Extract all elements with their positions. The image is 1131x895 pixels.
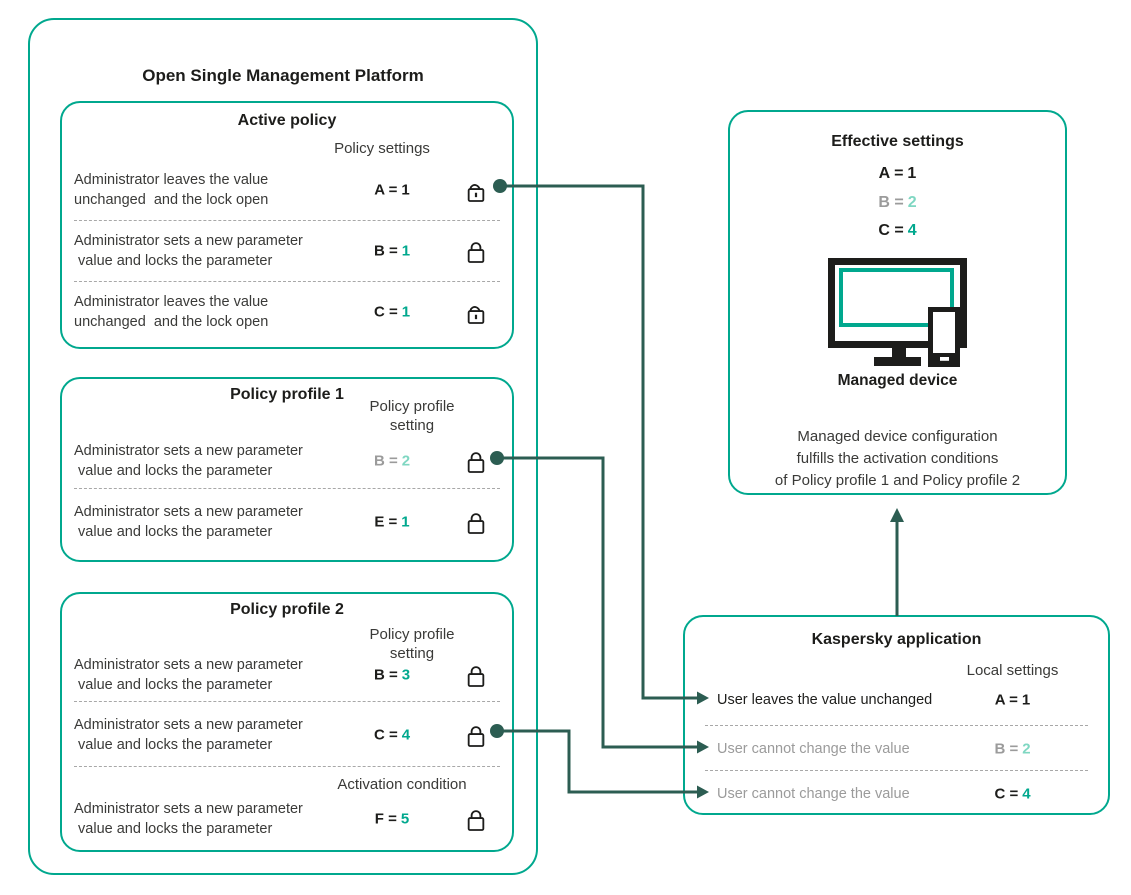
lock-closed-icon [467,810,485,831]
row-description: User leaves the value unchanged [717,692,933,708]
param-name: C = [373,303,398,321]
activation-note: Managed device configuration fulfills th… [774,428,1021,489]
policy-profile-2-title: Policy profile 2 [230,601,344,618]
platform-title: Open Single Management Platform [142,66,424,85]
param-name: C = [373,726,398,744]
param-name: A = [994,691,1018,709]
dashed-divider [74,701,500,702]
managed-device-label: Managed device [837,372,958,389]
param-name: A = [878,165,904,182]
param-value: 1 [401,242,411,260]
lock-open-icon [467,182,485,203]
param-name: B = [373,452,398,470]
param-name: C = [994,785,1019,803]
dashed-divider [705,770,1088,771]
param-value: 1 [907,165,917,182]
row-value: C =4 [332,727,452,744]
row-description: Administrator sets a new parameter value… [74,233,303,269]
policy-settings-header: Policy settings [334,140,430,157]
local-settings-header: Local settings [966,662,1059,679]
row-value: C =4 [940,786,1085,803]
lock-closed-icon [467,666,485,687]
row-value: B =3 [332,667,452,684]
lock-closed-icon [467,726,485,747]
param-value: 4 [1022,785,1031,803]
dashed-divider [74,281,500,282]
row-value: B =2 [332,453,452,470]
param-value: 3 [401,666,411,684]
row-value: A =1 [940,692,1085,709]
policy-profile-setting-header: Policy profile setting [369,398,455,434]
row-value: F =5 [332,811,452,828]
row-value: A =1 [332,182,452,199]
row-description: Administrator leaves the value unchanged… [74,294,269,330]
kaspersky-application-title: Kaspersky application [811,631,982,648]
row-value: E =1 [332,514,452,531]
policy-profile-1-box: Policy profile 1 Policy profile setting … [60,377,514,562]
effective-settings-box: Effective settings A =1 B =2 C =4 Manage… [728,110,1067,495]
param-value: 5 [400,810,410,828]
kaspersky-application-box: Kaspersky application Local settings Use… [683,615,1110,815]
row-description: Administrator sets a new parameter value… [74,717,303,753]
param-value: 2 [1022,740,1031,758]
row-value: B =1 [332,243,452,260]
param-value: 2 [907,194,917,211]
activation-condition-header: Activation condition [337,776,467,793]
active-policy-box: Active policy Policy settings Administra… [60,101,514,349]
param-value: 1 [401,303,411,321]
param-name: C = [878,222,904,239]
row-description: Administrator sets a new parameter value… [74,504,303,540]
lock-open-icon [467,304,485,325]
param-name: B = [373,242,398,260]
active-policy-title: Active policy [237,112,337,129]
policy-profile-1-title: Policy profile 1 [230,386,344,403]
effective-settings-title: Effective settings [831,133,964,150]
param-name: E = [374,513,398,531]
row-value: B =2 [940,741,1085,758]
lock-closed-icon [467,513,485,534]
policy-profile-2-box: Policy profile 2 Policy profile setting … [60,592,514,852]
effective-value: A =1 [730,165,1065,183]
param-name: F = [374,810,397,828]
platform-box: Open Single Management Platform Active p… [28,18,538,875]
param-name: B = [878,194,904,211]
dashed-divider [74,220,500,221]
dashed-divider [705,725,1088,726]
row-description: Administrator leaves the value unchanged… [74,172,269,208]
row-description: User cannot change the value [717,741,910,757]
param-name: B = [373,666,398,684]
param-value: 4 [907,222,917,239]
managed-device-icon [828,258,967,367]
row-description: User cannot change the value [717,786,910,802]
lock-closed-icon [467,452,485,473]
param-value: 2 [401,452,411,470]
param-value: 4 [401,726,411,744]
row-value: C =1 [332,304,452,321]
row-description: Administrator sets a new parameter value… [74,801,303,837]
effective-value: C =4 [730,222,1065,240]
effective-value: B =2 [730,194,1065,212]
dashed-divider [74,766,500,767]
row-description: Administrator sets a new parameter value… [74,657,303,693]
dashed-divider [74,488,500,489]
param-name: B = [994,740,1019,758]
param-name: A = [374,181,398,199]
arrowhead-up-icon [890,508,904,522]
row-description: Administrator sets a new parameter value… [74,443,303,479]
param-value: 1 [401,181,410,199]
param-value: 1 [401,513,410,531]
param-value: 1 [1021,691,1031,709]
lock-closed-icon [467,242,485,263]
policy-profile-setting-header: Policy profile setting [369,626,455,662]
